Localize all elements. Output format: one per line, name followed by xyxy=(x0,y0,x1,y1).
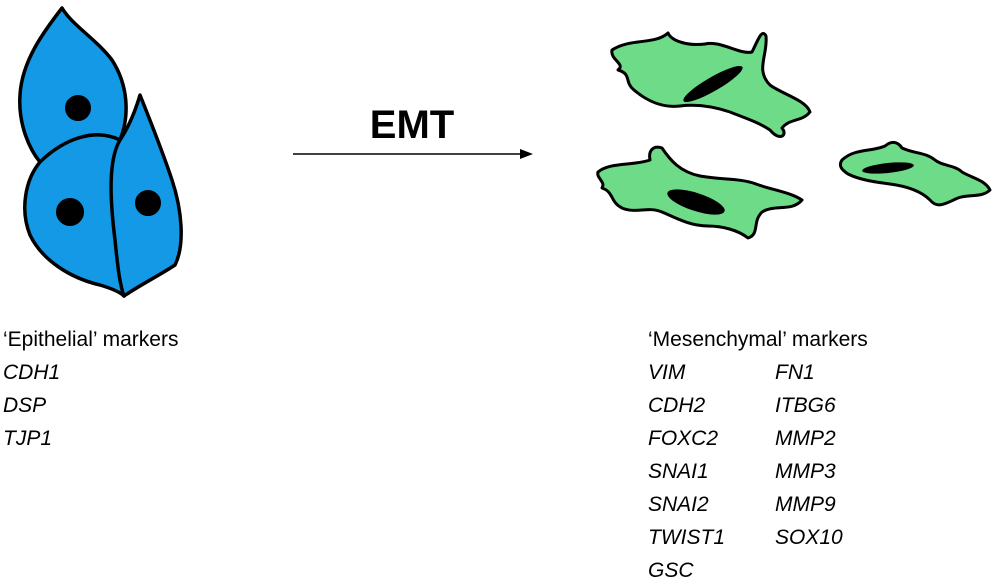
mesenchymal-marker: FN1 xyxy=(775,361,815,384)
epithelial-heading: ‘Epithelial’ markers xyxy=(3,328,179,351)
mesenchymal-nucleus-bottom xyxy=(667,189,725,215)
epithelial-nucleus-bottom-left xyxy=(56,198,84,226)
mesenchymal-cells xyxy=(596,31,992,240)
epithelial-nucleus-top xyxy=(65,95,91,121)
emt-label: EMT xyxy=(370,103,454,147)
mesenchymal-marker: GSC xyxy=(648,559,694,582)
mesenchymal-cell-bottom xyxy=(596,145,804,240)
mesenchymal-marker: CDH2 xyxy=(648,394,706,417)
mesenchymal-marker: MMP3 xyxy=(775,460,836,483)
mesenchymal-marker-column-2: FN1 ITBG6 MMP2 MMP3 MMP9 SOX10 xyxy=(775,356,843,554)
mesenchymal-markers: ‘Mesenchymal’ markers VIM CDH2 FOXC2 SNA… xyxy=(648,323,948,583)
mesenchymal-marker: MMP9 xyxy=(775,493,836,516)
epithelial-marker: DSP xyxy=(3,394,47,417)
mesenchymal-marker: TWIST1 xyxy=(648,526,725,549)
epithelial-nucleus-right xyxy=(135,190,161,216)
mesenchymal-marker: SNAI1 xyxy=(648,460,709,483)
mesenchymal-nucleus-top xyxy=(683,65,743,103)
epithelial-marker: CDH1 xyxy=(3,361,61,384)
epithelial-markers: ‘Epithelial’ markers CDH1 DSP TJP1 xyxy=(3,323,178,455)
mesenchymal-marker: FOXC2 xyxy=(648,427,719,450)
emt-diagram: EMT xyxy=(18,6,992,298)
arrow-head xyxy=(520,149,533,159)
epithelial-cells xyxy=(18,6,183,298)
mesenchymal-cell-right xyxy=(838,140,992,207)
mesenchymal-marker: VIM xyxy=(648,361,686,384)
mesenchymal-marker: SOX10 xyxy=(775,526,843,549)
mesenchymal-marker: ITBG6 xyxy=(775,394,836,417)
mesenchymal-marker: MMP2 xyxy=(775,427,836,450)
emt-arrow: EMT xyxy=(293,103,533,159)
mesenchymal-nucleus-right xyxy=(862,162,914,174)
mesenchymal-marker: SNAI2 xyxy=(648,493,709,516)
mesenchymal-heading: ‘Mesenchymal’ markers xyxy=(648,328,868,351)
mesenchymal-marker-column-1: VIM CDH2 FOXC2 SNAI1 SNAI2 TWIST1 GSC xyxy=(648,356,725,587)
epithelial-marker: TJP1 xyxy=(3,427,53,450)
